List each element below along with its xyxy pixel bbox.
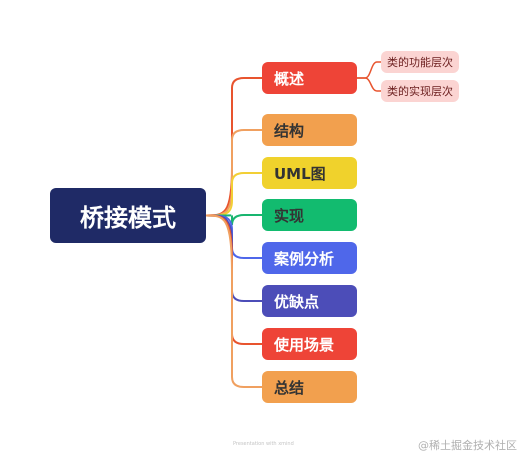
node-overview-label: 概述: [274, 69, 305, 88]
node-pros-cons[interactable]: 优缺点: [262, 285, 357, 317]
connector-7: [205, 214, 263, 388]
leaf-functional-hierarchy-label: 类的功能层次: [387, 56, 453, 69]
leaf-connector-1: [356, 77, 382, 92]
node-structure-label: 结构: [274, 121, 305, 140]
connector-0: [205, 77, 263, 217]
leaf-implementation-hierarchy[interactable]: 类的实现层次: [381, 80, 459, 102]
leaf-implementation-hierarchy-label: 类的实现层次: [387, 85, 453, 98]
connector-4: [205, 214, 263, 259]
node-summary-label: 总结: [274, 378, 305, 397]
node-implementation-label: 实现: [274, 206, 305, 225]
node-use-cases-label: 使用场景: [274, 335, 335, 354]
node-uml-diagram-label: UML图: [274, 164, 326, 183]
node-pros-cons-label: 优缺点: [274, 292, 320, 311]
node-case-analysis[interactable]: 案例分析: [262, 242, 357, 274]
node-structure[interactable]: 结构: [262, 114, 357, 146]
leaf-functional-hierarchy[interactable]: 类的功能层次: [381, 51, 459, 73]
root-node-label: 桥接模式: [80, 203, 176, 232]
leaf-connector-0: [356, 61, 382, 79]
node-use-cases[interactable]: 使用场景: [262, 328, 357, 360]
juejin-watermark: @稀土掘金技术社区: [418, 439, 517, 452]
node-case-analysis-label: 案例分析: [274, 249, 335, 268]
node-implementation[interactable]: 实现: [262, 199, 357, 231]
connector-2: [205, 172, 263, 217]
root-node[interactable]: 桥接模式: [50, 188, 206, 243]
connector-6: [205, 214, 263, 345]
node-summary[interactable]: 总结: [262, 371, 357, 403]
xmind-watermark: Presentation with xmind: [233, 441, 294, 447]
node-uml-diagram[interactable]: UML图: [262, 157, 357, 189]
node-overview[interactable]: 概述: [262, 62, 357, 94]
